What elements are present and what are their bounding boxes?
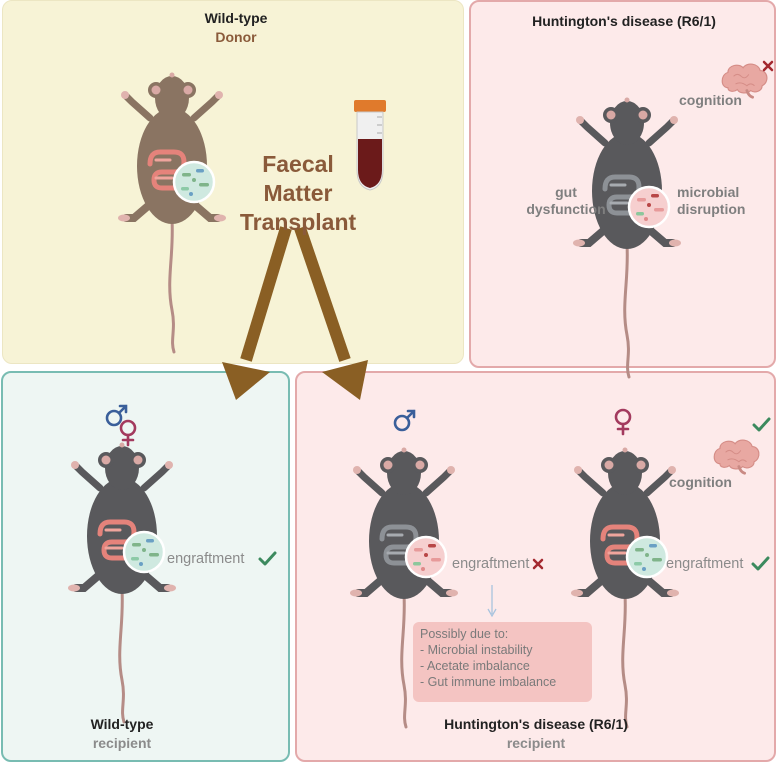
check-icon xyxy=(751,556,770,571)
transplant-label-line3: Transplant xyxy=(239,209,357,235)
donor-title: Wild-type xyxy=(204,10,268,26)
reasons-header: Possibly due to: xyxy=(420,627,509,641)
donor-mouse-icon xyxy=(118,73,226,353)
reason-item: - Gut immune imbalance xyxy=(420,675,557,689)
wt-recipient-subtitle: recipient xyxy=(92,735,152,751)
hd-female-symbol-icon xyxy=(614,408,632,436)
hd-male-engraftment-label: engraftment xyxy=(452,556,530,572)
possible-reasons-box: Possibly due to: - Microbial instability… xyxy=(413,622,592,702)
hd-gut-dysfunction-label: gut dysfunction xyxy=(526,184,605,218)
hd-microbial-line2: disruption xyxy=(677,201,746,217)
hd-male-symbol-icon xyxy=(393,409,416,432)
check-icon xyxy=(752,417,771,432)
check-icon xyxy=(258,551,277,566)
brain-icon xyxy=(712,438,761,475)
reason-item: - Acetate imbalance xyxy=(420,659,530,673)
transplant-label-line1: Faecal xyxy=(262,151,334,177)
down-arrow-icon xyxy=(487,585,497,618)
hd-gut-line1: gut xyxy=(555,184,577,200)
transplant-label-line2: Matter xyxy=(263,180,333,206)
hd-recipient-cognition-label: cognition xyxy=(669,474,732,490)
donor-subtitle: Donor xyxy=(215,29,257,45)
transplant-arrow-right xyxy=(294,226,368,400)
hd-microbial-line1: microbial xyxy=(677,184,740,200)
cross-icon xyxy=(532,558,544,570)
hd-gut-line2: dysfunction xyxy=(526,201,606,217)
cross-icon xyxy=(762,60,774,72)
transplant-label: Faecal Matter Transplant xyxy=(228,150,368,237)
sample-tube-icon xyxy=(354,100,386,191)
hd-microbial-disruption-label: microbial disruption xyxy=(677,184,745,218)
wt-recipient-mouse-icon xyxy=(68,443,176,723)
reason-item: - Microbial instability xyxy=(420,643,533,657)
hd-cognition-label: cognition xyxy=(679,92,742,108)
female-symbol-icon xyxy=(119,419,137,447)
wt-engraftment-label: engraftment xyxy=(167,551,245,567)
transplant-arrow-left xyxy=(222,226,292,400)
donor-panel xyxy=(2,0,464,364)
hd-title: Huntington's disease (R6/1) xyxy=(532,13,716,29)
hd-recipient-title: Huntington's disease (R6/1) xyxy=(444,716,628,732)
hd-female-engraftment-label: engraftment xyxy=(666,556,744,572)
hd-mouse-icon xyxy=(573,98,681,378)
wt-recipient-title: Wild-type xyxy=(90,716,154,732)
hd-recipient-subtitle: recipient xyxy=(506,735,566,751)
male-symbol-icon xyxy=(105,404,128,427)
